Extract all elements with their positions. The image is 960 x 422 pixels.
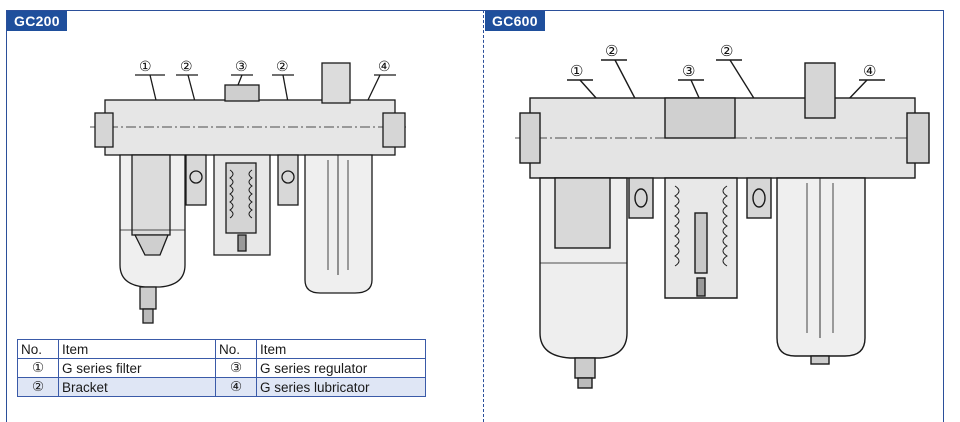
table-row: ① G series filter ③ G series regulator [17, 358, 426, 378]
model-tag-left: GC200 [7, 11, 67, 31]
row-1-item-1: G series filter [58, 358, 216, 378]
header-item-1: Item [58, 339, 216, 359]
row-2-no-1: ② [17, 377, 59, 397]
row-2-item-2: G series lubricator [256, 377, 426, 397]
callout-2b: ② [720, 43, 733, 60]
row-1-no-1: ① [17, 358, 59, 378]
model-tag-right: GC600 [485, 11, 545, 31]
row-1-item-2: G series regulator [256, 358, 426, 378]
callout-4: ④ [378, 58, 391, 74]
row-2-no-2: ④ [215, 377, 257, 397]
callout-4: ④ [863, 63, 876, 80]
parts-table: No. Item No. Item ① G series filter ③ G … [17, 339, 426, 397]
callout-1: ① [139, 58, 152, 74]
callout-2a: ② [180, 58, 193, 74]
row-1-no-2: ③ [215, 358, 257, 378]
gc200-assembly-drawing: ① ② ③ ② ④ [90, 55, 420, 335]
row-2-item-1: Bracket [58, 377, 216, 397]
header-no-2: No. [215, 339, 257, 359]
callout-2a: ② [605, 43, 618, 60]
callout-1: ① [570, 63, 583, 80]
callout-3: ③ [235, 58, 248, 74]
parts-table-header: No. Item No. Item [17, 339, 426, 359]
gc600-assembly-drawing: ① ② ③ ② ④ [515, 38, 935, 418]
content-frame [6, 10, 944, 422]
header-item-2: Item [256, 339, 426, 359]
section-divider [483, 10, 484, 422]
callout-2b: ② [276, 58, 289, 74]
table-row: ② Bracket ④ G series lubricator [17, 377, 426, 397]
header-no-1: No. [17, 339, 59, 359]
callout-3: ③ [682, 63, 695, 80]
